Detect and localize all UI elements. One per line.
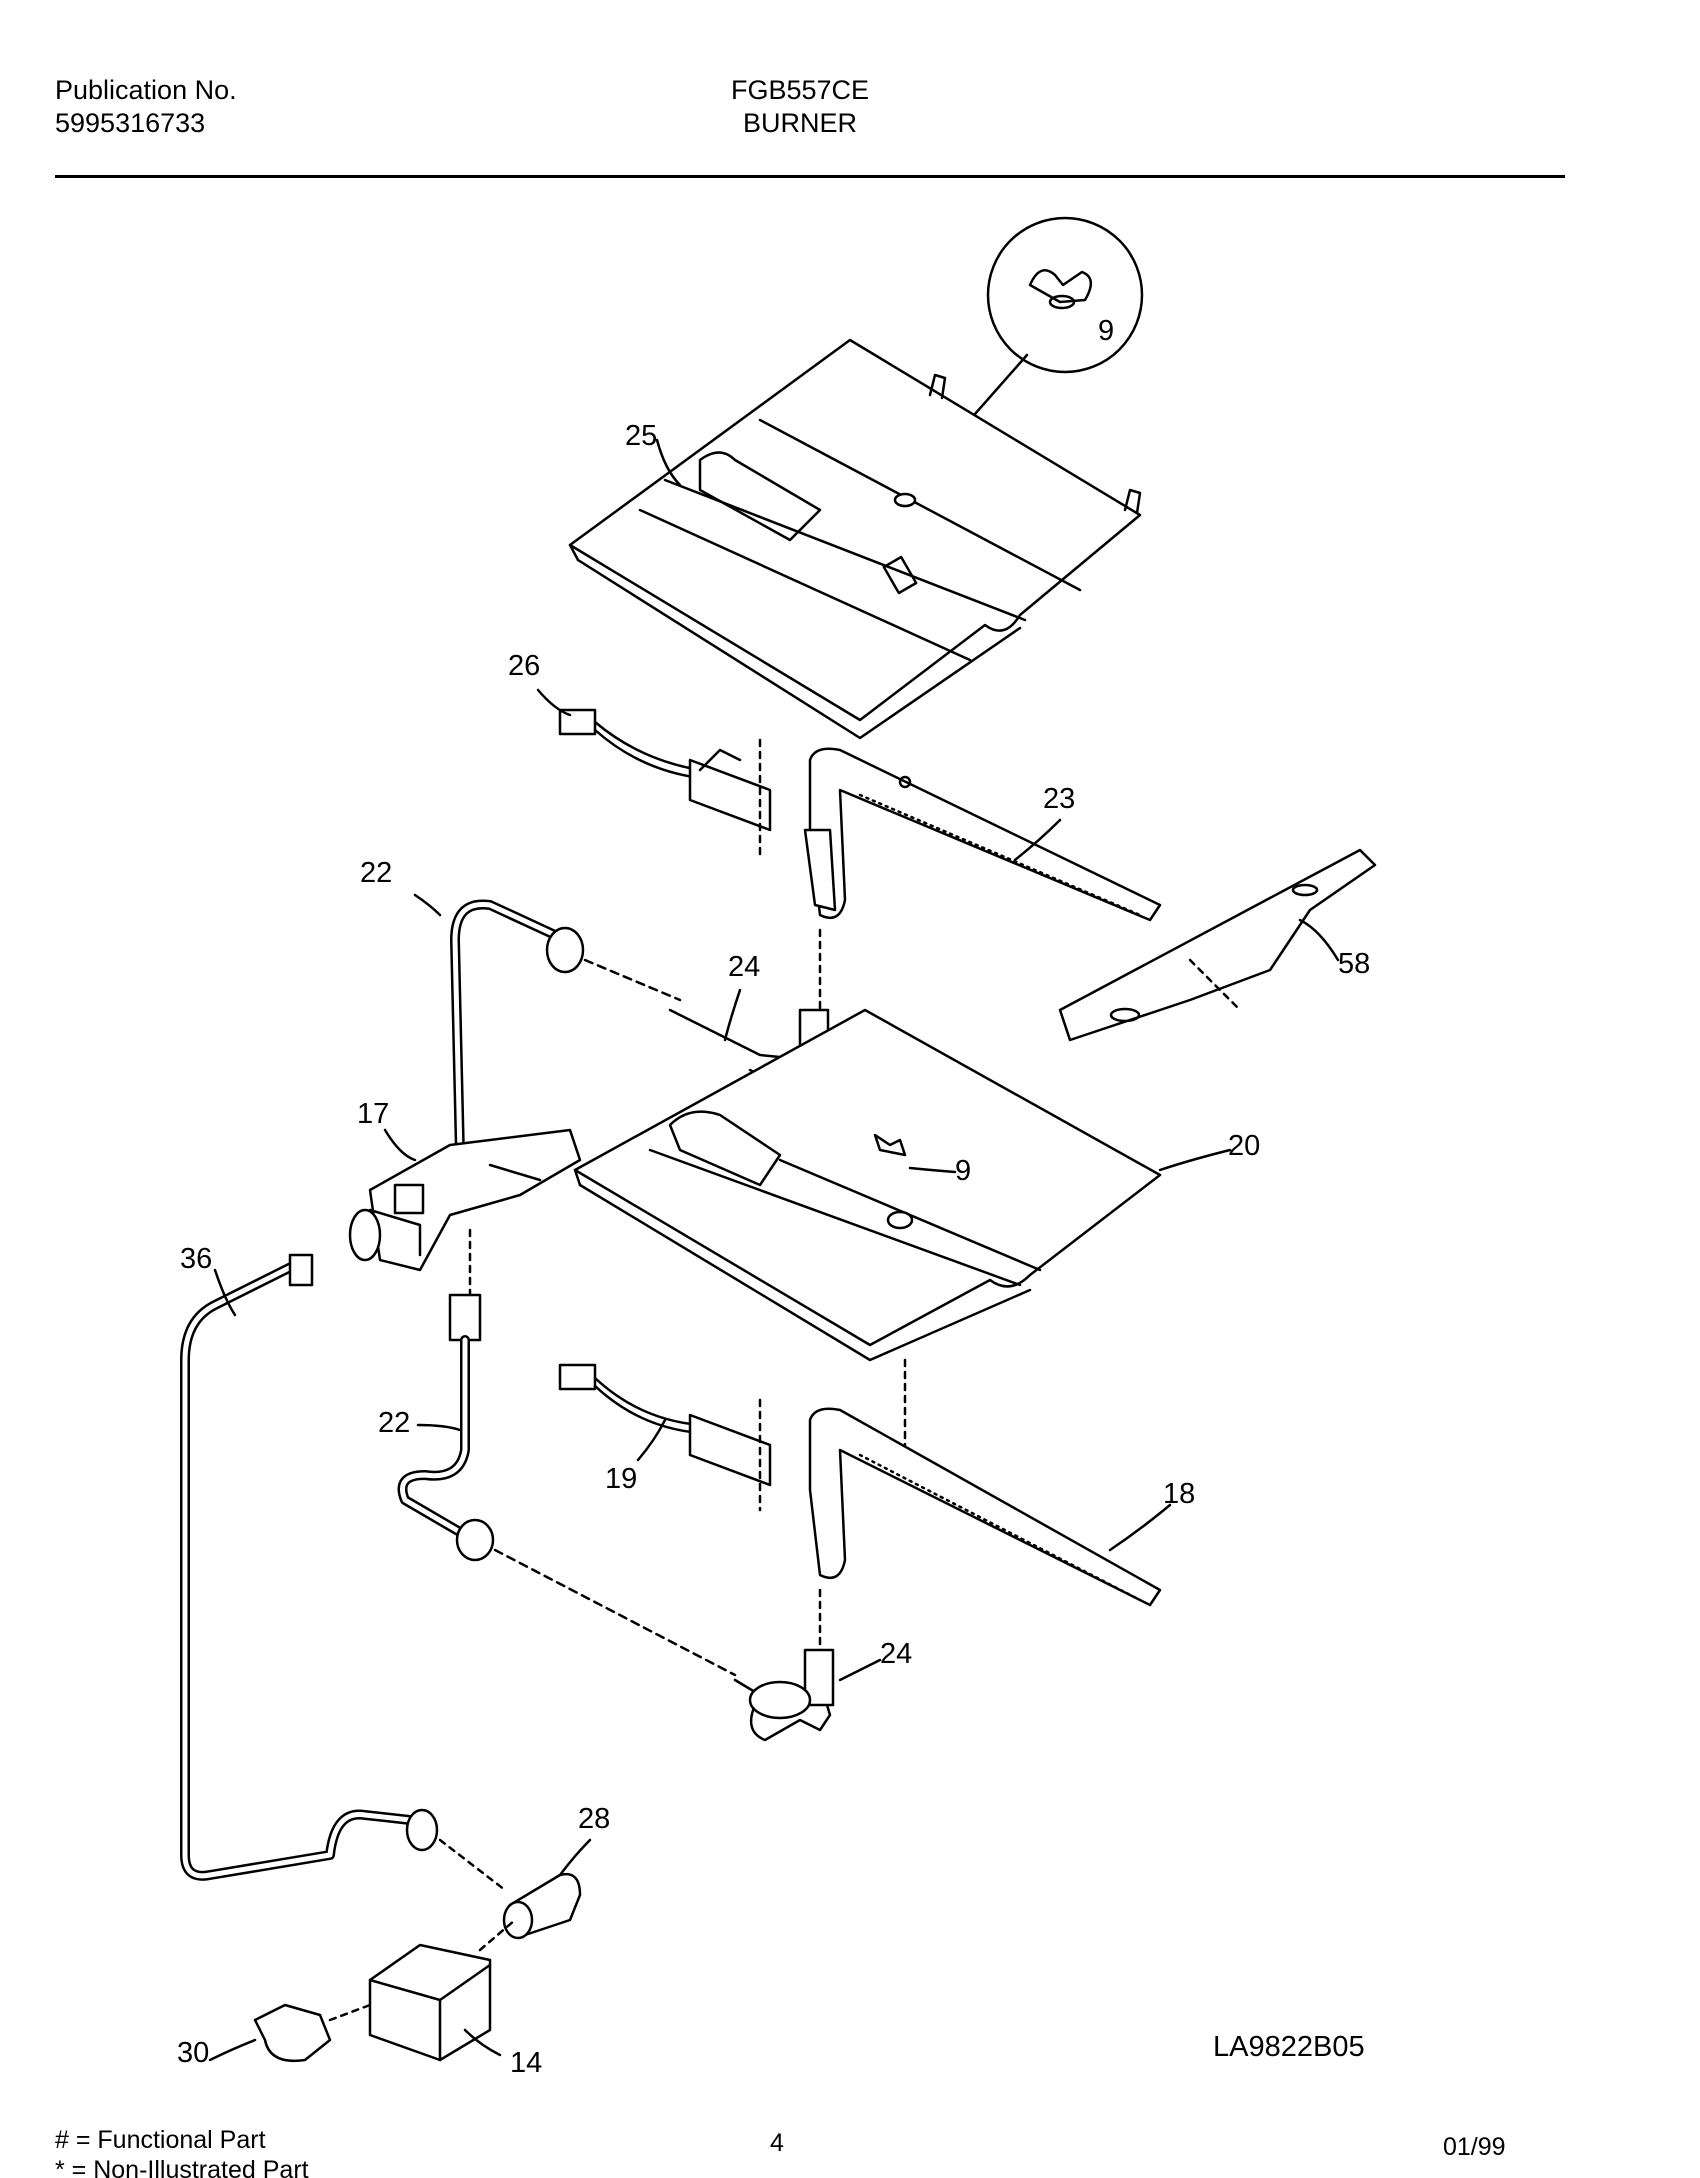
igniter-lower <box>558 1363 772 1512</box>
callout-17: 17 <box>357 1098 389 1130</box>
publication-block: Publication No. 5995316733 <box>55 74 237 140</box>
callout-24-upper: 24 <box>728 951 760 983</box>
page-number: 4 <box>770 2129 784 2157</box>
legend: # = Functional Part * = Non-Illustrated … <box>55 2125 655 2178</box>
leader-lines <box>208 438 1340 2062</box>
igniter-upper <box>558 708 772 862</box>
burner-bracket <box>1058 848 1377 1042</box>
gas-valve <box>348 1128 582 1272</box>
inlet-elbow <box>253 2003 372 2063</box>
callout-58: 58 <box>1338 948 1370 980</box>
model-number: FGB557CE <box>730 75 870 105</box>
callout-9-detail: 9 <box>1098 315 1114 347</box>
callout-18: 18 <box>1163 1478 1195 1510</box>
upper-baffle <box>568 338 1142 740</box>
callout-23: 23 <box>1043 783 1075 815</box>
legend-functional: # = Functional Part <box>55 2126 266 2154</box>
callout-25: 25 <box>625 420 657 452</box>
callout-22-upper: 22 <box>360 857 392 889</box>
shutoff-valve <box>368 1918 517 2062</box>
title-block: FGB557CE BURNER <box>680 74 920 140</box>
callout-9-baffle: 9 <box>955 1155 971 1187</box>
callout-20: 20 <box>1228 1130 1260 1162</box>
upper-burner-tube <box>803 747 1162 922</box>
callout-14: 14 <box>510 2047 542 2079</box>
header-rule <box>55 175 1565 178</box>
callout-30: 30 <box>177 2037 209 2069</box>
orifice-lower <box>733 1648 835 1742</box>
callout-26: 26 <box>508 650 540 682</box>
callout-19: 19 <box>605 1463 637 1495</box>
legend-non-illustrated: * = Non-Illustrated Part <box>55 2156 309 2178</box>
gas-tube-long <box>180 1253 439 1881</box>
callout-28: 28 <box>578 1803 610 1835</box>
part-callouts: 9 25 26 23 22 24 58 17 9 20 36 22 19 18 … <box>177 315 1370 2079</box>
callout-22-lower: 22 <box>378 1407 410 1439</box>
callout-36: 36 <box>180 1243 212 1275</box>
lower-baffle <box>573 1008 1162 1362</box>
lower-burner-tube <box>808 1358 1162 1657</box>
pressure-regulator <box>438 1838 582 1940</box>
callout-24-lower: 24 <box>880 1638 912 1670</box>
publication-number: 5995316733 <box>55 108 206 138</box>
revision-date: 01/99 <box>1443 2133 1506 2161</box>
gas-tube-lower <box>397 1228 737 1677</box>
drawing-code: LA9822B05 <box>1213 2031 1365 2063</box>
section-title: BURNER <box>742 108 857 138</box>
publication-label: Publication No. <box>55 75 237 105</box>
